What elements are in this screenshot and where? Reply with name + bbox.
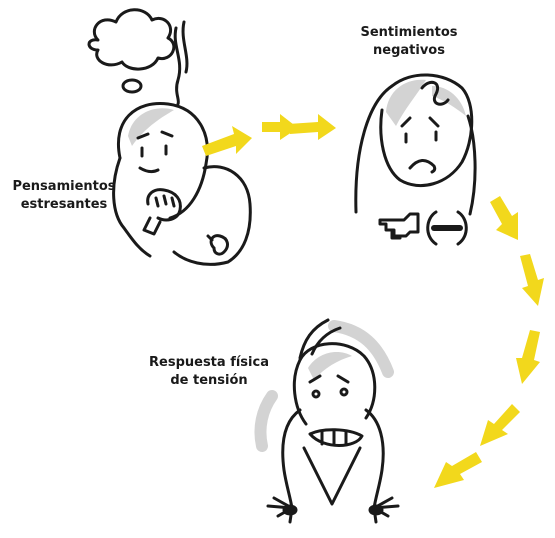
arrow-1 — [202, 126, 252, 156]
label-line: estresantes — [4, 196, 124, 214]
tense-figure — [260, 320, 398, 522]
label-line: negativos — [344, 42, 474, 60]
steam-lines-icon — [175, 22, 187, 104]
thinker-head — [118, 103, 207, 218]
arrow-6 — [516, 330, 540, 384]
arrow-5 — [520, 254, 544, 306]
arrow-8 — [434, 452, 482, 488]
arrow-7 — [480, 404, 520, 446]
label-stressful-thoughts: Pensamientos estresantes — [4, 178, 124, 214]
label-line: Pensamientos — [4, 178, 124, 196]
minus-sign-icon — [428, 212, 467, 244]
thinker-hand — [148, 190, 181, 220]
arrow-4 — [490, 196, 518, 240]
tension-aura-right — [334, 326, 388, 372]
thinker-hair-shadow — [128, 108, 174, 146]
thought-cloud-icon — [89, 10, 174, 69]
sad-figure — [356, 75, 475, 244]
label-line: Sentimientos — [344, 24, 474, 42]
cycle-arrows — [202, 114, 544, 488]
tense-hair-shadow — [308, 352, 352, 380]
tension-aura-left — [260, 396, 272, 446]
thought-bubble-small — [123, 80, 141, 92]
label-line: Respuesta física — [144, 354, 274, 372]
label-line: de tensión — [144, 372, 274, 390]
label-negative-feelings: Sentimientos negativos — [344, 24, 474, 60]
pointing-hand-icon — [380, 214, 418, 236]
label-physical-response: Respuesta física de tensión — [144, 354, 274, 390]
arrow-3 — [288, 114, 336, 140]
clenched-teeth — [310, 430, 362, 446]
